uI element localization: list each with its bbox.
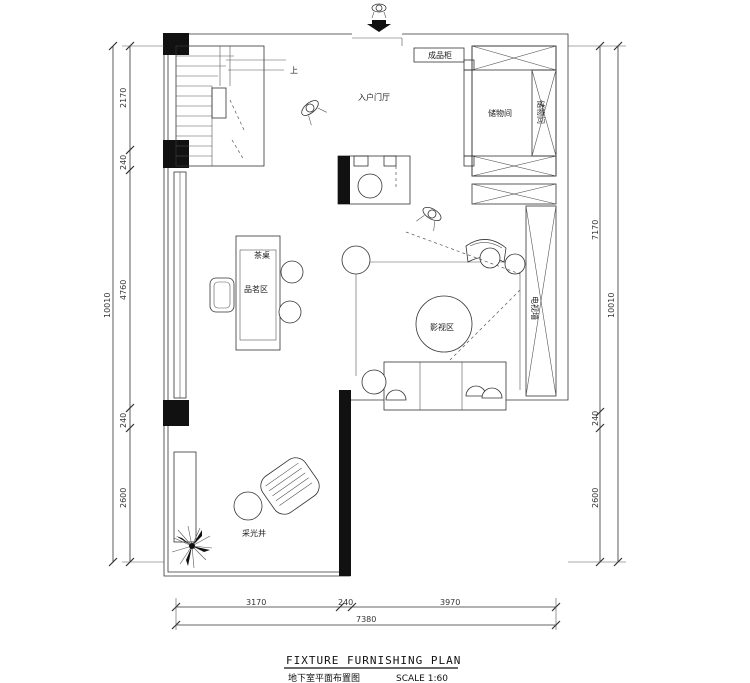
dim-right-1: 7170 [591,220,600,240]
dim-bottom-1: 3170 [246,598,266,607]
tea-table [235,235,281,351]
sofa [361,361,507,411]
dim-left-2: 240 [119,155,128,170]
stool [278,300,302,324]
dim-left-total: 10010 [103,293,112,318]
dim-left-4: 240 [119,413,128,428]
bottom-dimensions: 3170 240 3970 7380 [171,598,561,630]
tv-wall-label: 电视墙 [530,296,540,320]
cinema-label: 影视区 [430,322,454,332]
lightwell-label: 采光井 [242,528,266,538]
sink-counter [337,155,411,205]
plan-subtitle: 地下室平面布置图 [288,672,360,683]
entry-hall-label: 入户门厅 [358,92,390,102]
left-dimensions: 2170 240 4760 240 2600 10010 [103,41,164,567]
dim-right-3: 2600 [591,488,600,508]
plant-icon [171,525,213,569]
dim-bottom-3: 3970 [440,598,460,607]
entry-arrow-icon [367,20,391,32]
dim-right-total: 10010 [607,293,616,318]
dim-right-2: 240 [591,411,600,426]
tea-area-label: 品茗区 [244,284,268,294]
plan-title: FIXTURE FURNISHING PLAN [286,654,461,667]
lounge-chair [465,239,507,269]
plan-scale: SCALE 1:60 [396,674,448,683]
cinema-area [341,205,557,411]
dim-left-1: 2170 [119,88,128,108]
display-cabinet-label: 成品柜 [428,50,452,60]
dim-left-5: 2600 [119,488,128,508]
right-dimensions: 7170 240 2600 10010 [568,41,626,567]
title-block: FIXTURE FURNISHING PLAN 地下室平面布置图 SCALE 1… [284,654,461,683]
staircase [175,45,286,167]
left-window [173,171,197,543]
armchair [209,277,235,313]
lightwell-area [171,457,320,569]
storage-room [463,45,557,205]
storage-label: 储物间 [488,108,512,118]
lounge-chair [260,457,320,515]
tea-table-label: 茶桌 [254,250,270,260]
storage-side-label: 储物间 [536,100,546,124]
dim-left-3: 4760 [119,280,128,300]
dim-bottom-total: 7380 [356,615,376,624]
person-icon [301,100,327,126]
stair-up-label: 上 [290,66,298,75]
display-cabinet [413,47,465,63]
dim-bottom-2: 240 [338,598,353,607]
person-icon [371,3,387,19]
person-icon [416,206,442,232]
stool [280,260,304,284]
